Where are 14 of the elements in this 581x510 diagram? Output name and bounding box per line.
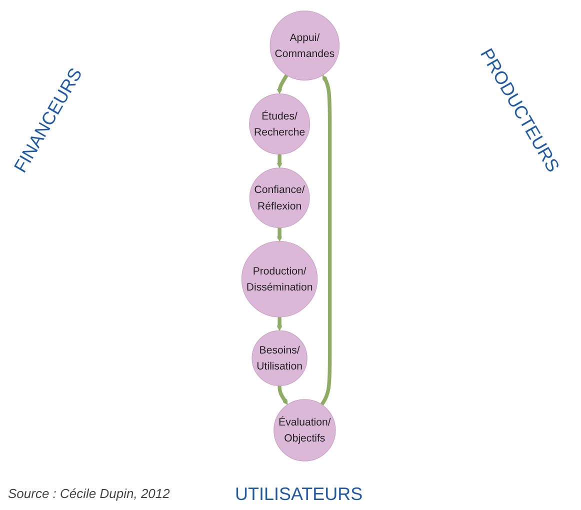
caption: Source : Cécile Dupin, 2012 (8, 486, 170, 501)
node-circle: Production/ Dissémination (241, 241, 318, 318)
arrow (278, 385, 288, 405)
arrow (320, 74, 332, 406)
node-circle: Évaluation/ Objectifs (274, 399, 336, 462)
node-circle: Appui/ Commandes (270, 10, 340, 80)
node-circle: Études/ Recherche (249, 94, 310, 155)
group-label: UTILISATEURS (235, 484, 363, 505)
node-circle: Besoins/ Utilisation (252, 330, 308, 386)
arrow (276, 154, 282, 168)
arrow (276, 316, 282, 331)
node-circle: Confiance/ Réflexion (249, 168, 310, 228)
arrow (276, 74, 288, 94)
arrow (276, 226, 282, 242)
